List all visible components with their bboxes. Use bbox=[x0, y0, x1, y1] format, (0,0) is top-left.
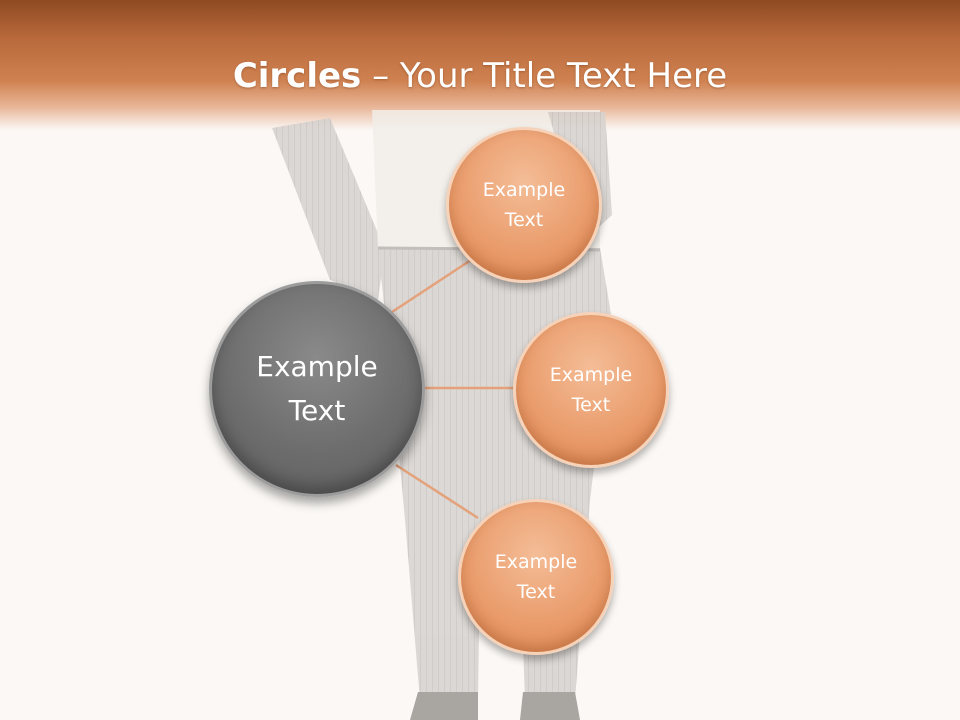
node-circle-3-line1: Example bbox=[494, 551, 578, 573]
node-circle-2[interactable]: Example Text bbox=[513, 312, 669, 468]
node-circle-2-line1: Example bbox=[549, 364, 633, 386]
connector-to-node-3 bbox=[395, 463, 479, 520]
center-circle[interactable]: Example Text bbox=[209, 281, 425, 497]
node-circle-1-line2: Text bbox=[504, 209, 544, 231]
title-banner bbox=[0, 0, 960, 130]
node-circle-2-line2: Text bbox=[571, 394, 611, 416]
connector-to-node-1 bbox=[391, 256, 475, 314]
title-bold: Circles bbox=[232, 56, 362, 96]
node-circle-3[interactable]: Example Text bbox=[458, 499, 614, 655]
node-circle-3-line2: Text bbox=[516, 581, 556, 603]
center-circle-line1: Example bbox=[256, 350, 378, 383]
node-circle-1[interactable]: Example Text bbox=[446, 127, 602, 283]
slide-title[interactable]: Circles – Your Title Text Here bbox=[0, 52, 960, 100]
title-rest: – Your Title Text Here bbox=[361, 56, 728, 96]
center-circle-line2: Text bbox=[288, 394, 346, 427]
node-circle-1-line1: Example bbox=[482, 179, 566, 201]
